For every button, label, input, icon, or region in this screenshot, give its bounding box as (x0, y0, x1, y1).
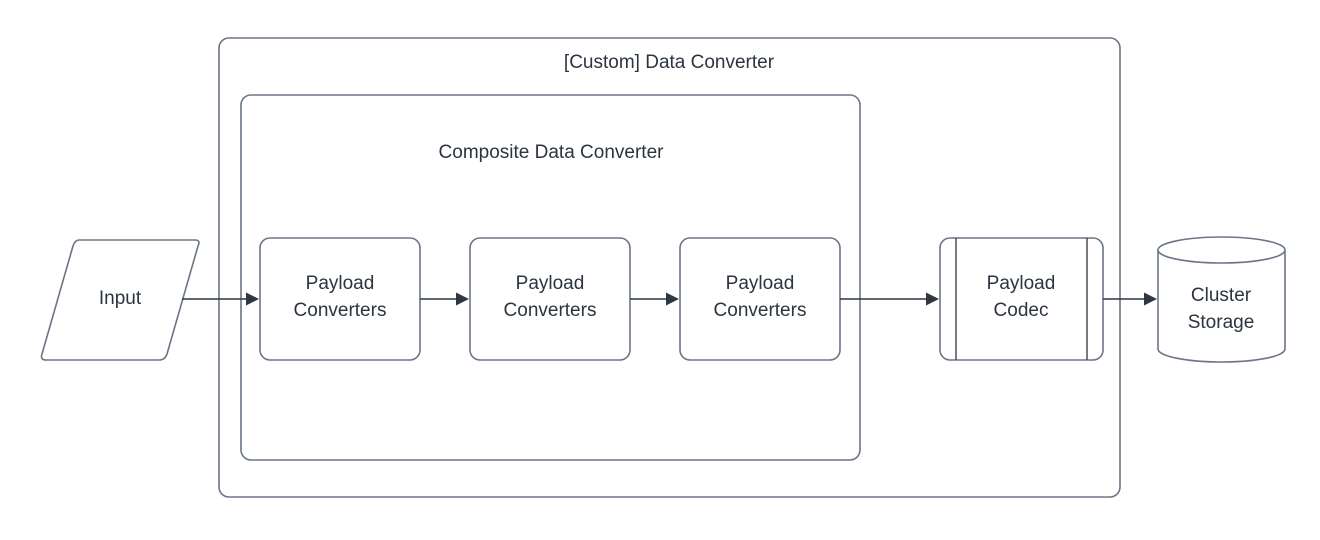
node-cluster-storage-label-line2: Storage (1188, 312, 1255, 333)
node-payload-converters-1[interactable] (259, 237, 421, 361)
node-cluster-storage-body[interactable] (1157, 249, 1286, 363)
node-payload-converters-3[interactable] (679, 237, 841, 361)
node-input-label: Input (99, 288, 142, 309)
container-composite-data-converter-label: Composite Data Converter (439, 142, 665, 163)
edge-codec-to-storage-arrowhead (1144, 292, 1157, 306)
node-payload-converters-1-label-line2: Converters (294, 300, 387, 321)
node-cluster-storage-top (1157, 236, 1286, 264)
edge-pc2-to-pc3-arrowhead (666, 292, 679, 306)
container-custom-data-converter-label: [Custom] Data Converter (564, 52, 775, 73)
node-input[interactable] (40, 239, 200, 361)
node-cluster-storage-label-line1: Cluster (1191, 285, 1252, 306)
node-payload-codec-label-line1: Payload (987, 273, 1056, 294)
node-payload-converters-3-label-line1: Payload (726, 273, 795, 294)
node-payload-codec-label-line2: Codec (994, 300, 1049, 321)
node-payload-converters-2[interactable] (469, 237, 631, 361)
node-payload-codec[interactable] (939, 237, 1104, 361)
node-payload-converters-1-label-line1: Payload (306, 273, 375, 294)
node-payload-converters-3-label-line2: Converters (714, 300, 807, 321)
node-payload-converters-2-label-line1: Payload (516, 273, 585, 294)
edge-pc1-to-pc2-arrowhead (456, 292, 469, 306)
edge-input-to-pc1-arrowhead (246, 292, 259, 306)
node-payload-converters-2-label-line2: Converters (504, 300, 597, 321)
edge-pc3-to-codec-arrowhead (926, 292, 939, 306)
